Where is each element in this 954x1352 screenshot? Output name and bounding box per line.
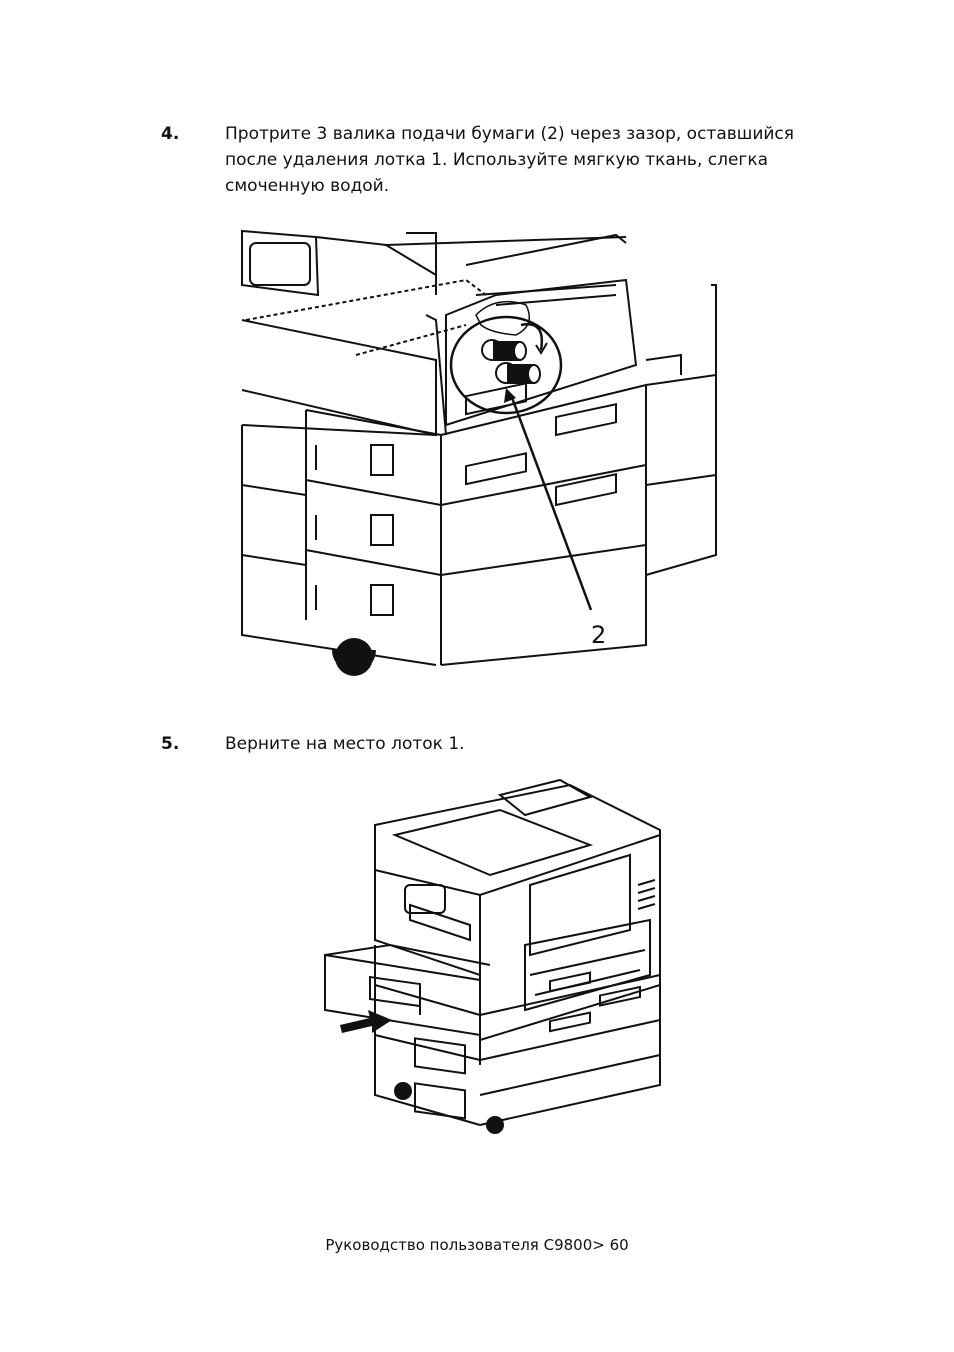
step-text: Протрите 3 валика подачи бумаги (2) чере… <box>225 124 794 196</box>
roller-cleaning-illustration: 2 <box>241 229 717 676</box>
callout-label: 2 <box>591 621 606 649</box>
page-footer: Руководство пользователя C9800> 60 <box>325 1236 629 1254</box>
tray-reinsert-illustration <box>324 778 661 1134</box>
step-number: 5. <box>161 734 180 754</box>
step-text: Верните на место лоток 1. <box>225 734 465 754</box>
step-number: 4. <box>161 124 180 144</box>
